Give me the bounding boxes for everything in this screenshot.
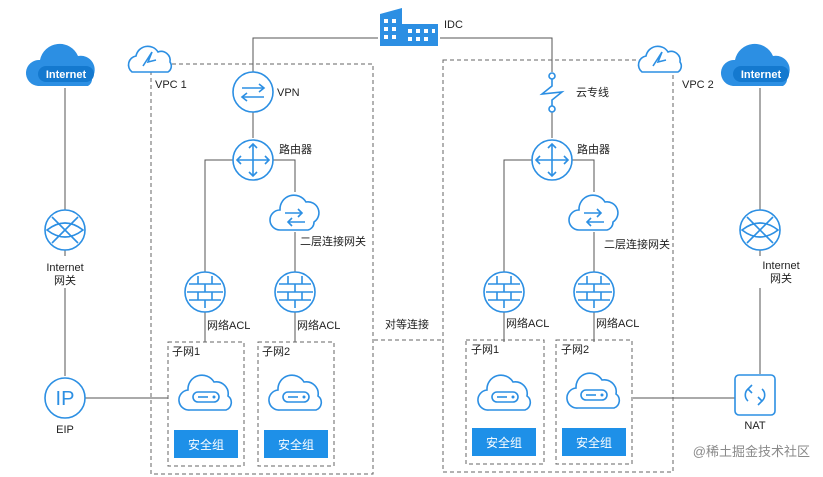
security-group-2: 安全组 xyxy=(264,430,328,458)
globe-icon xyxy=(739,209,781,251)
l2-gateway-right-label: 二层连接网关 xyxy=(604,237,670,251)
cloud-line-icon xyxy=(539,72,565,113)
subnet2-right-box xyxy=(555,339,633,465)
subnet1-right-box xyxy=(465,339,545,465)
eip-label: EIP xyxy=(56,424,74,436)
internet-right-label: Internet xyxy=(741,69,782,81)
cloud-line-label: 云专线 xyxy=(576,85,609,99)
switch-icon xyxy=(269,194,320,231)
firewall-icon xyxy=(483,271,525,313)
security-group-4: 安全组 xyxy=(562,428,626,456)
internet-gw-right-label-2: 网关 xyxy=(770,271,792,285)
subnet2-right-label: 子网2 xyxy=(561,343,589,356)
internet-gw-left-label-1: Internet xyxy=(46,262,83,274)
connection-lines xyxy=(64,37,761,399)
firewall-icon xyxy=(184,271,226,313)
cloud-icon xyxy=(720,43,790,86)
l2-gateway-left-label: 二层连接网关 xyxy=(300,234,366,248)
cloud-icon xyxy=(637,45,683,73)
security-group-1-label: 安全组 xyxy=(188,437,224,452)
idc-label: IDC xyxy=(444,19,463,31)
subnet2-left-label: 子网2 xyxy=(262,345,290,358)
router-icon xyxy=(232,139,274,181)
acl-3-label: 网络ACL xyxy=(506,316,549,330)
subnet1-right-label: 子网1 xyxy=(471,343,499,356)
router-icon xyxy=(531,139,573,181)
firewall-icon xyxy=(274,271,316,313)
vpc2-box xyxy=(442,59,674,473)
acl-1-label: 网络ACL xyxy=(207,318,250,332)
internet-gw-left-label-2: 网关 xyxy=(54,273,76,287)
security-group-1: 安全组 xyxy=(174,430,238,458)
switch-icon xyxy=(568,194,619,231)
watermark: @稀土掘金技术社区 xyxy=(693,444,810,459)
server-icon xyxy=(178,374,233,411)
cloud-icon xyxy=(25,43,95,86)
vpc1-box xyxy=(150,63,374,475)
building-icon xyxy=(380,8,438,46)
security-group-3: 安全组 xyxy=(472,428,536,456)
server-icon xyxy=(477,374,532,411)
internet-gw-right-label-1: Internet xyxy=(762,260,799,272)
server-icon xyxy=(566,372,621,409)
subnet2-left-box xyxy=(257,341,335,467)
vpn-icon xyxy=(232,71,274,113)
peering-label: 对等连接 xyxy=(385,317,429,331)
firewall-icon xyxy=(573,271,615,313)
subnet1-left-box xyxy=(167,341,245,467)
security-group-3-label: 安全组 xyxy=(486,435,522,450)
vpc1-label: VPC 1 xyxy=(155,79,187,91)
acl-4-label: 网络ACL xyxy=(596,316,639,330)
internet-left-label: Internet xyxy=(46,69,87,81)
vpc2-label: VPC 2 xyxy=(682,79,714,91)
nat-icon xyxy=(734,374,776,416)
subnet1-left-label: 子网1 xyxy=(172,345,200,358)
security-group-2-label: 安全组 xyxy=(278,437,314,452)
vpn-label: VPN xyxy=(277,87,300,99)
svg-text:IP: IP xyxy=(56,388,75,410)
server-icon xyxy=(268,374,323,411)
nat-label: NAT xyxy=(744,420,765,432)
security-group-4-label: 安全组 xyxy=(576,435,612,450)
acl-2-label: 网络ACL xyxy=(297,318,340,332)
router-left-label: 路由器 xyxy=(279,142,312,156)
globe-icon xyxy=(44,209,86,251)
router-right-label: 路由器 xyxy=(577,142,610,156)
cloud-icon xyxy=(127,45,173,73)
eip-icon: IP xyxy=(44,377,86,419)
